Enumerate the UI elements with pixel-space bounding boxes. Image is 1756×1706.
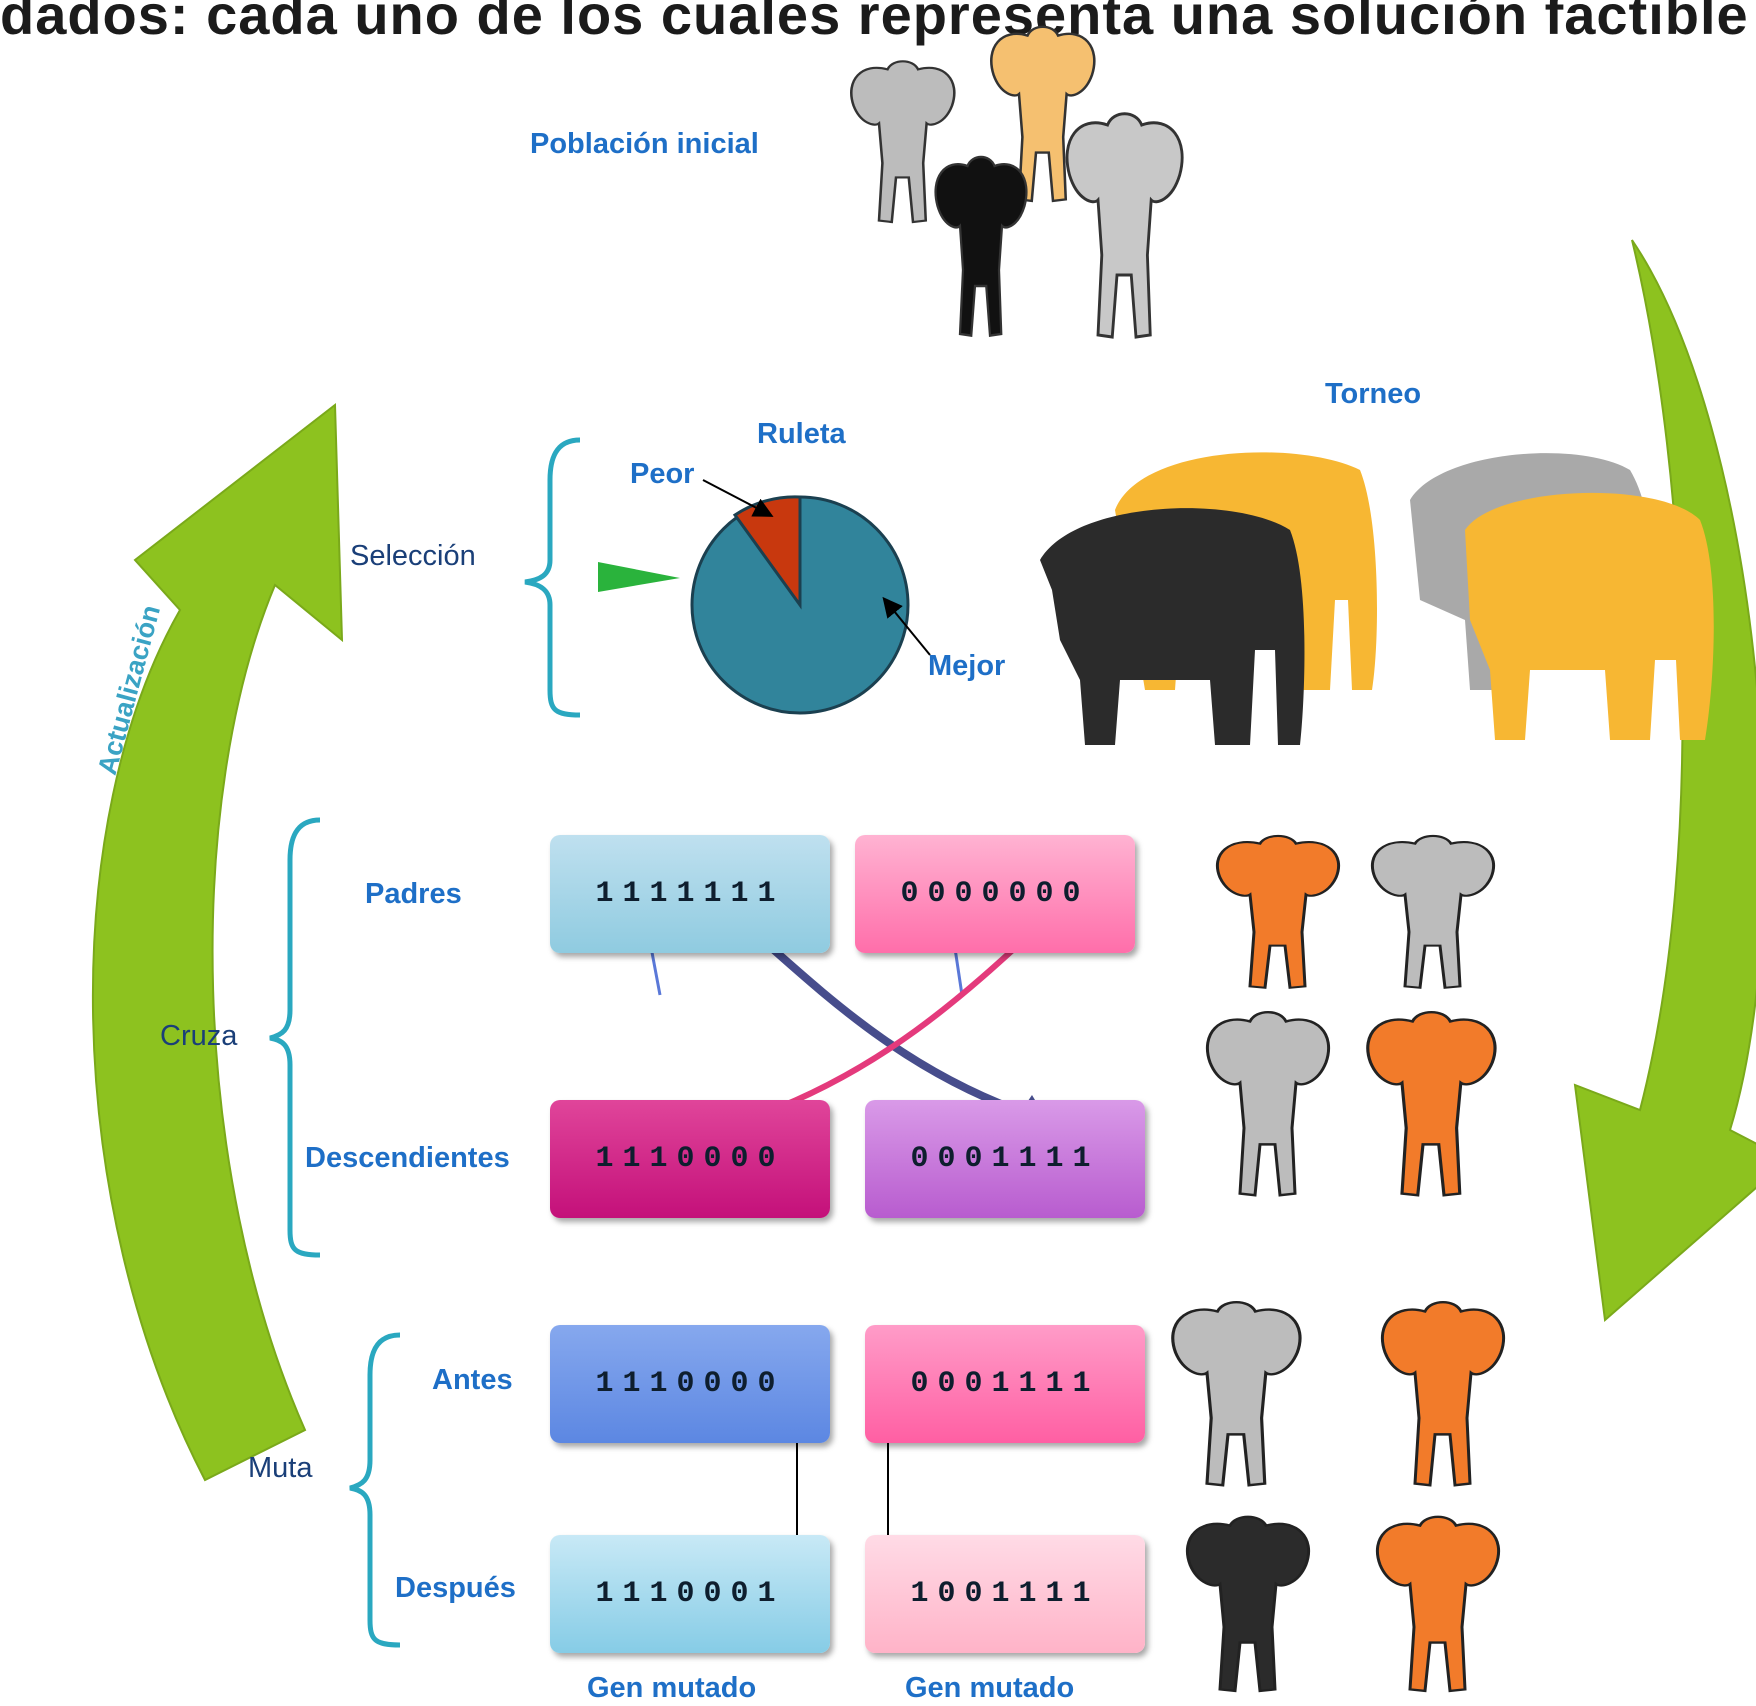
after-2-chromosome: 1001111: [865, 1535, 1145, 1653]
after-label: Después: [395, 1572, 516, 1605]
offspring-2-chromosome: 0001111: [865, 1100, 1145, 1218]
before-2-chromosome: 0001111: [865, 1325, 1145, 1443]
best-label: Mejor: [928, 650, 1005, 683]
crossover-label: Cruza: [160, 1020, 237, 1053]
parent-2-chromosome: 0000000: [855, 835, 1135, 953]
initial-population-label: Población inicial: [530, 128, 759, 161]
initial-population-elephants: [851, 27, 1182, 337]
parents-label: Padres: [365, 878, 462, 911]
crossover-bracket: [270, 820, 320, 1255]
worst-label: Peor: [630, 458, 694, 491]
after-1-chromosome: 1110001: [550, 1535, 830, 1653]
selection-label: Selección: [350, 540, 476, 573]
tournament-label: Torneo: [1325, 378, 1421, 411]
loop-arrow: [1575, 240, 1756, 1320]
roulette-label: Ruleta: [757, 418, 846, 451]
offspring-label: Descendientes: [305, 1142, 510, 1175]
before-label: Antes: [432, 1364, 513, 1397]
tournament-elephants: [1040, 452, 1714, 745]
mutated-gene-label-2: Gen mutado: [905, 1672, 1074, 1705]
selection-bracket: [525, 440, 580, 715]
mutation-label: Muta: [248, 1452, 312, 1485]
update-arrow: [93, 405, 342, 1480]
parent-1-chromosome: 1111111: [550, 835, 830, 953]
mutated-gene-label-1: Gen mutado: [587, 1672, 756, 1705]
offspring-1-chromosome: 1110000: [550, 1100, 830, 1218]
before-1-chromosome: 1110000: [550, 1325, 830, 1443]
pointer-triangle-icon: [598, 562, 680, 592]
offspring-elephants: [1173, 836, 1504, 1691]
roulette-pie: [692, 480, 930, 713]
mutation-bracket: [350, 1335, 400, 1645]
